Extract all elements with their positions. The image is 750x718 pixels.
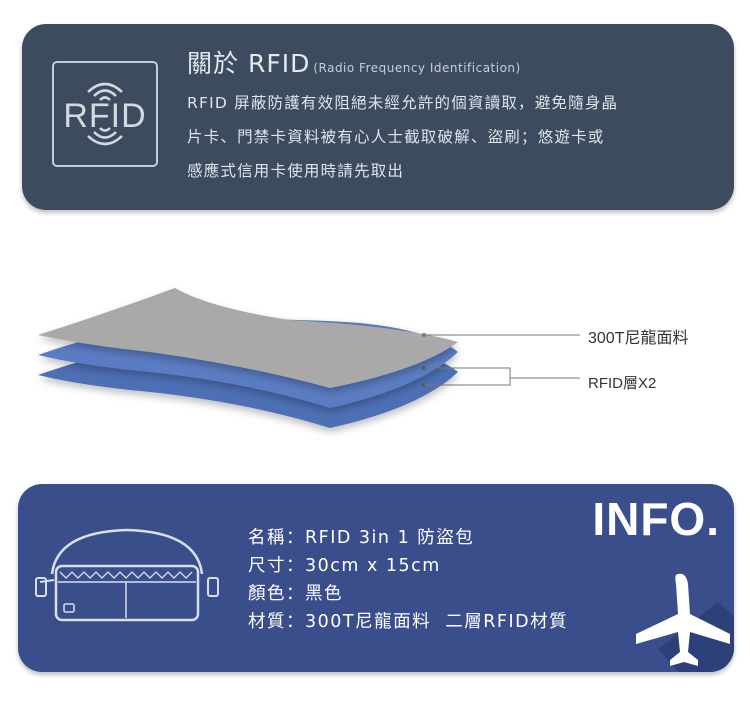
spec-row-material: 材質：300T尼龍面料 二層RFID材質 [248,608,568,636]
product-info-panel: INFO. 名稱：RFID 3in 1 防盜包 尺寸：30cm x 15cm 顏… [18,484,734,672]
spec-label: 尺寸 [248,556,286,576]
rfid-wave-icon [87,82,123,146]
rfid-title: 關於 RFID(Radio Frequency Identification) [187,44,521,80]
rfid-title-sub: (Radio Frequency Identification) [313,61,521,75]
spec-separator: ： [286,528,305,548]
rfid-logo-text: RFID [63,97,147,135]
spec-value: 30cm x 15cm [305,556,441,576]
rfid-title-main: 關於 RFID [187,49,311,78]
fabric-layers-diagram: 300T尼龍面料 RFID層X2 [0,268,750,448]
nylon-layer-top [38,288,458,388]
spec-separator: ： [286,584,305,604]
rfid-layer-label: RFID層X2 [588,375,657,392]
spec-label: 名稱 [248,528,286,548]
airplane-icon [636,573,734,672]
spec-separator: ： [286,612,305,632]
rfid-description: RFID 屏蔽防護有效阻絕未經允許的個資讀取，避免隨身晶 片卡、門禁卡資料被有心… [187,86,618,188]
spec-label: 材質 [248,612,286,632]
spec-value: RFID 3in 1 防盜包 [305,528,475,548]
rfid-description-line: RFID 屏蔽防護有效阻絕未經允許的個資讀取，避免隨身晶 [187,94,619,112]
waist-pouch-icon [35,528,219,622]
spec-row-color: 顏色：黑色 [248,580,568,608]
spec-separator: ： [286,556,305,576]
spec-row-name: 名稱：RFID 3in 1 防盜包 [248,524,568,552]
rfid-logo: RFID [52,61,158,167]
spec-value: 300T尼龍面料 二層RFID材質 [305,612,569,632]
rfid-description-line: 片卡、門禁卡資料被有心人士截取破解、盜刷；悠遊卡或 [187,128,605,146]
product-specs: 名稱：RFID 3in 1 防盜包 尺寸：30cm x 15cm 顏色：黑色 材… [248,524,568,636]
info-heading: INFO. [592,493,720,545]
rfid-info-panel: RFID 關於 RFID(Radio Frequency Identificat… [22,24,734,210]
rfid-description-line: 感應式信用卡使用時請先取出 [187,162,405,180]
nylon-layer-label: 300T尼龍面料 [588,330,689,347]
spec-label: 顏色 [248,584,286,604]
spec-value: 黑色 [305,584,343,604]
fabric-layers-illustration [38,288,580,428]
spec-row-size: 尺寸：30cm x 15cm [248,552,568,580]
